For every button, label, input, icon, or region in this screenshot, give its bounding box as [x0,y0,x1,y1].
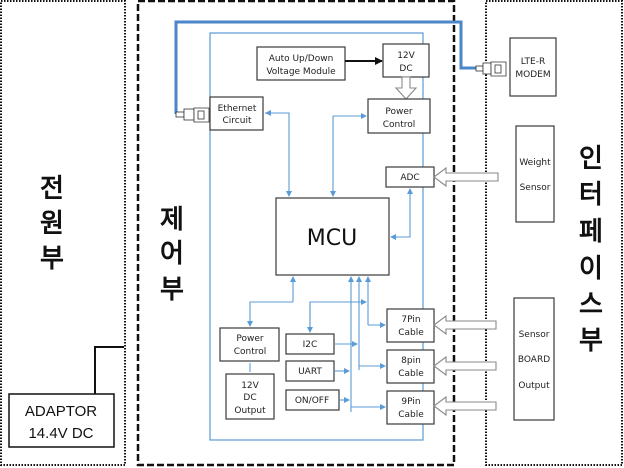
adaptor-power-line [94,346,124,394]
hollow-left-arrow [433,395,497,417]
lte-modem-block: LTE-R MODEM [509,37,557,97]
mcu-block: MCU [275,197,390,276]
9pin-cable-block: 9Pin Cable [386,390,435,425]
svg-text:터: 터 [579,180,603,210]
svg-text:Sensor: Sensor [519,330,550,340]
ethernet-circuit-block: Ethernet Circuit [209,96,264,131]
hollow-left-arrow [433,355,497,377]
svg-text:BOARD: BOARD [518,355,550,365]
svg-text:Auto Up/Down: Auto Up/Down [269,54,334,64]
12v-dc-input-block: 12V DC [382,43,430,78]
svg-text:Ethernet: Ethernet [218,104,257,114]
svg-text:UART: UART [298,367,322,377]
svg-text:페: 페 [579,217,603,247]
svg-text:제: 제 [160,205,184,235]
svg-text:부: 부 [160,275,184,305]
uart-block: UART [285,360,335,382]
svg-text:14.4V DC: 14.4V DC [28,425,93,442]
svg-text:DC: DC [399,64,412,74]
svg-text:인: 인 [579,144,603,174]
interface-section-label: 인 터 페 이 스 부 [579,144,603,356]
svg-text:Power: Power [385,107,413,117]
svg-text:Cable: Cable [398,410,424,420]
svg-text:이: 이 [579,254,603,284]
svg-text:Cable: Cable [398,328,424,338]
control-board-frame [209,32,424,441]
adc-block: ADC [385,166,435,188]
svg-text:12V: 12V [241,381,259,391]
ethernet-cable [174,20,486,114]
sensor-board-output-block: Sensor BOARD Output [513,297,555,421]
svg-text:I2C: I2C [303,340,318,350]
svg-text:ADC: ADC [400,173,419,183]
svg-text:원: 원 [40,209,64,239]
svg-text:Output: Output [518,381,550,391]
svg-text:12V: 12V [397,51,415,61]
svg-text:8pin: 8pin [401,356,421,366]
power-section-label: 전 원 부 [40,174,64,274]
12v-dc-output-block: 12V DC Output [225,373,275,420]
auto-voltage-module-block: Auto Up/Down Voltage Module [256,46,346,81]
svg-text:부: 부 [40,244,64,274]
svg-text:어: 어 [160,239,184,269]
8pin-cable-block: 8pin Cable [386,349,435,384]
hollow-left-arrow [433,166,499,188]
svg-text:Weight: Weight [519,158,551,168]
svg-text:스: 스 [579,290,603,320]
svg-text:MODEM: MODEM [515,70,550,80]
svg-text:Sensor: Sensor [520,183,551,193]
svg-text:Output: Output [234,406,266,416]
control-section-label: 제 어 부 [160,205,184,305]
hollow-left-arrow [433,314,497,336]
signal-lines [247,110,413,412]
power-control-bottom-block: Power Control [219,327,280,362]
weight-sensor-block: Weight Sensor [515,125,555,223]
rj45-connector-icon [175,107,210,123]
svg-text:ADAPTOR: ADAPTOR [25,403,97,420]
svg-text:9Pin: 9Pin [401,397,420,407]
adaptor-block: ADAPTOR 14.4V DC [8,393,115,448]
svg-text:Power: Power [236,334,264,344]
svg-text:ON/OFF: ON/OFF [295,396,329,406]
svg-text:MCU: MCU [307,226,357,251]
7pin-cable-block: 7Pin Cable [386,308,435,343]
svg-text:Control: Control [234,347,267,357]
svg-text:LTE-R: LTE-R [521,57,545,67]
i2c-block: I2C [285,333,335,355]
svg-text:Control: Control [383,120,416,130]
hollow-down-arrow [394,76,418,100]
rj45-connector-icon [475,61,507,77]
svg-text:Cable: Cable [398,369,424,379]
svg-text:부: 부 [579,326,603,356]
power-control-top-block: Power Control [367,98,431,134]
svg-text:7Pin: 7Pin [401,315,420,325]
onoff-block: ON/OFF [285,389,340,411]
svg-text:Circuit: Circuit [223,116,252,126]
svg-text:DC: DC [243,393,256,403]
svg-text:전: 전 [40,174,64,204]
svg-text:Voltage Module: Voltage Module [266,67,336,77]
